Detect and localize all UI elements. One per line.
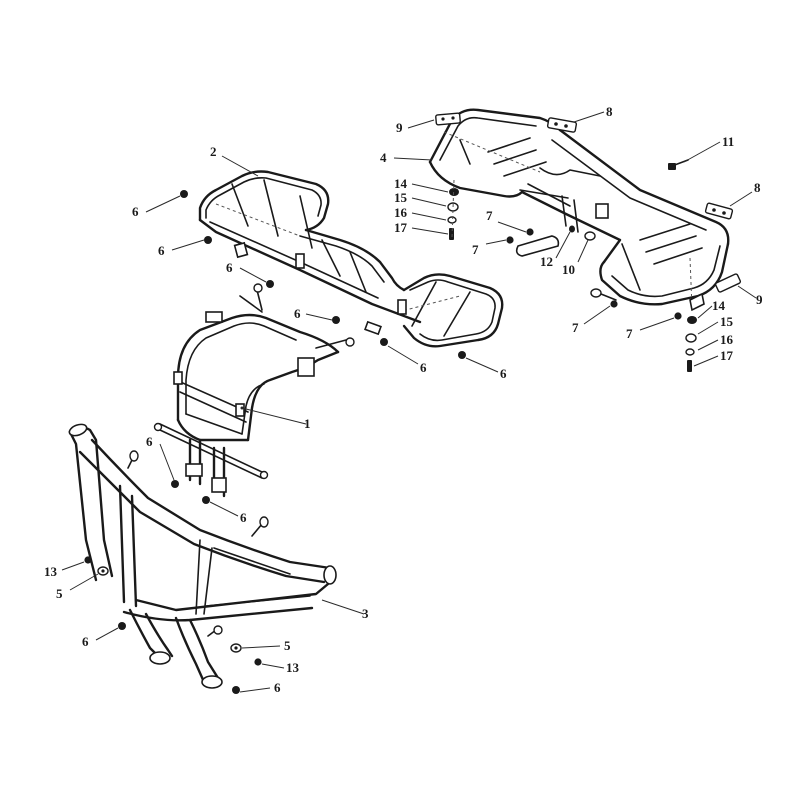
callout-6-h: 6 [240,510,247,525]
callout-15-left: 15 [394,190,408,205]
callout-6-g: 6 [146,434,153,449]
washer-part-12 [569,225,575,233]
callout-2: 2 [210,144,217,159]
callout-9-a: 9 [396,120,403,135]
plate-part-9-right [714,273,742,293]
bracket-part-7-left [506,228,560,257]
callout-7-a: 7 [486,208,493,223]
callout-5-left: 5 [56,586,63,601]
callout-9-b: 9 [756,292,763,307]
callout-6-f: 6 [500,366,507,381]
callout-10: 10 [562,262,575,277]
plate-part-9-left [435,112,461,126]
front-rack-part-2 [198,170,504,348]
spacer-part-10 [584,231,596,241]
callout-6-d: 6 [294,306,301,321]
callout-7-d: 7 [626,326,633,341]
callout-17-left: 17 [394,220,408,235]
rack-mount-bracket-part-1 [153,283,355,498]
callout-6-a: 6 [132,204,139,219]
callout-7-c: 7 [572,320,579,335]
callout-14-left: 14 [394,176,408,191]
fastener-stack-right [685,316,697,372]
callout-1: 1 [304,416,311,431]
callout-6-i: 6 [82,634,89,649]
callouts: 1 2 3 4 5 5 6 6 6 6 6 6 6 [44,104,763,695]
callout-8-b: 8 [754,180,761,195]
callout-14-right: 14 [712,298,726,313]
bolt-part-7-lower [610,300,682,320]
callout-6-b: 6 [158,243,165,258]
rear-rack-part-4 [428,108,730,312]
callout-6-c: 6 [226,260,233,275]
washers-part-5 [97,566,242,653]
callout-16-left: 16 [394,205,408,220]
callout-13-right: 13 [286,660,300,675]
bolts-part-13 [84,556,262,666]
callout-7-b: 7 [472,242,479,257]
callout-6-e: 6 [420,360,427,375]
callout-8-a: 8 [606,104,613,119]
fastener-stack-left [447,179,459,240]
callout-3: 3 [362,606,369,621]
callout-11: 11 [722,134,734,149]
callout-4: 4 [380,150,387,165]
callout-5-right: 5 [284,638,291,653]
callout-15-right: 15 [720,314,734,329]
callout-16-right: 16 [720,332,734,347]
callout-6-j: 6 [274,680,281,695]
callout-17-right: 17 [720,348,734,363]
bolts-part-6 [118,190,466,694]
rubber-pad-part-8-left [546,117,578,133]
callout-13-left: 13 [44,564,58,579]
rubber-pad-part-8-right [704,202,734,220]
front-bumper-part-3 [68,423,337,689]
callout-12: 12 [540,254,553,269]
